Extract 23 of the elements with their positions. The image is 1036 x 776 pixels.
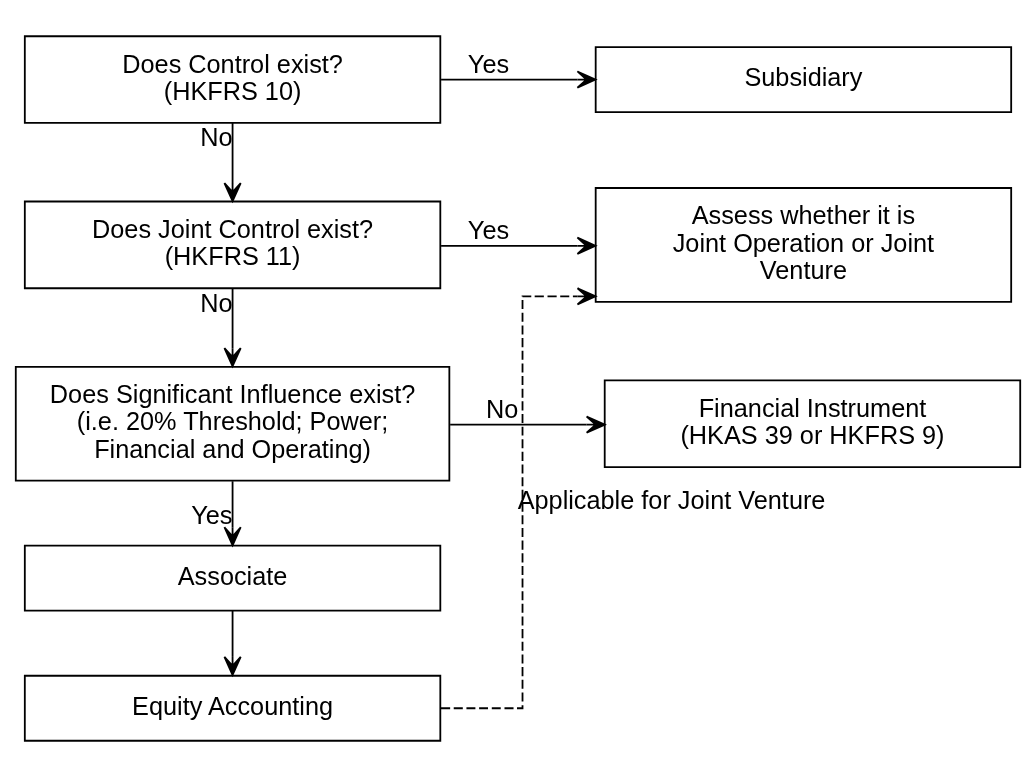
edge-label: Applicable for Joint Venture bbox=[517, 485, 826, 514]
arrow bbox=[223, 121, 242, 202]
arrow bbox=[449, 415, 606, 434]
edge-label: Yes bbox=[467, 49, 510, 78]
node-box: Equity Accounting bbox=[23, 674, 442, 742]
edge-label: No bbox=[200, 288, 233, 317]
arrow bbox=[440, 236, 597, 255]
arrow bbox=[223, 609, 242, 676]
node-box: Does Control exist? (HKFRS 10) bbox=[23, 34, 442, 124]
node-box: Does Significant Influence exist? (i.e. 20% Threshold; Power; Financial and Operating) bbox=[14, 365, 451, 482]
arrow bbox=[223, 287, 242, 367]
arrow bbox=[440, 70, 597, 89]
edge-label: Yes bbox=[191, 500, 233, 529]
node-box: Associate bbox=[23, 544, 442, 612]
edge-label: Yes bbox=[467, 215, 510, 244]
node-box: Assess whether it is Joint Operation or Joint Venture bbox=[594, 186, 1013, 303]
node-box: Financial Instrument (HKAS 39 or HKFRS 9) bbox=[603, 378, 1022, 468]
node-box: Does Joint Control exist? (HKFRS 11) bbox=[23, 200, 442, 289]
node-box: Subsidiary bbox=[594, 45, 1013, 113]
arrow bbox=[223, 479, 242, 546]
arrow bbox=[440, 286, 597, 709]
edge-label: No bbox=[200, 122, 233, 151]
edge-label: No bbox=[485, 394, 519, 423]
